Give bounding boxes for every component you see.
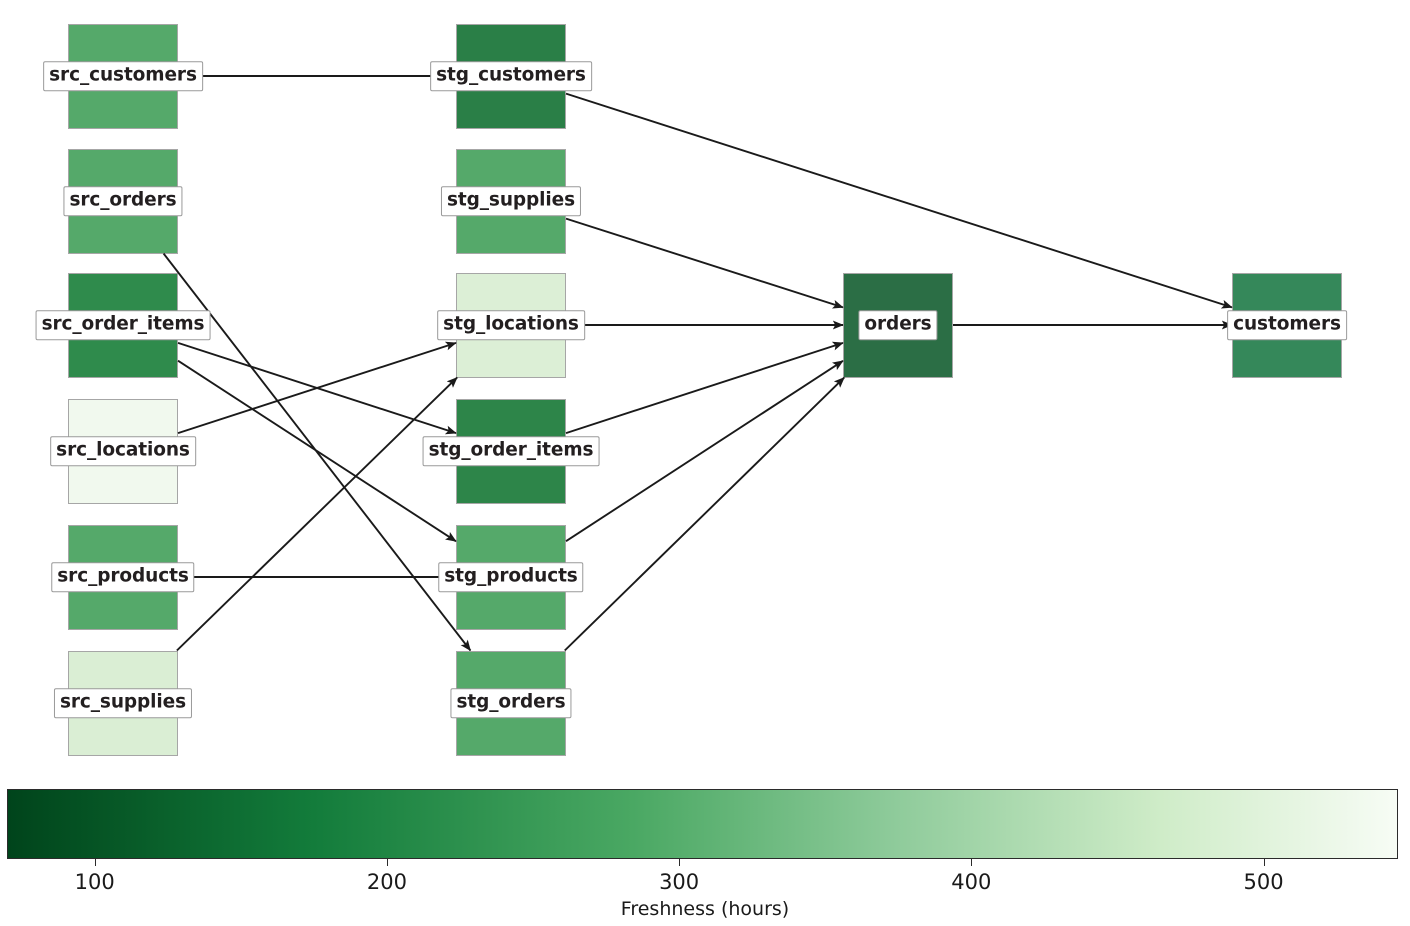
colorbar-tick-mark bbox=[971, 859, 973, 866]
edge-stg_order_items-to-orders bbox=[565, 341, 844, 434]
colorbar-axis-label: Freshness (hours) bbox=[620, 898, 790, 920]
edge-stg_customers-to-customers bbox=[565, 92, 1233, 309]
node-label-src_order_items[interactable]: src_order_items bbox=[35, 310, 211, 340]
edge-src_supplies-to-stg_locations bbox=[176, 376, 458, 652]
colorbar-tick-label: 500 bbox=[1243, 870, 1284, 894]
node-label-src_customers[interactable]: src_customers bbox=[43, 61, 203, 91]
colorbar: 100 200 300 400 500 Freshness (hours) bbox=[0, 786, 1410, 926]
node-label-src_supplies[interactable]: src_supplies bbox=[53, 688, 193, 718]
node-label-src_locations[interactable]: src_locations bbox=[50, 436, 196, 466]
colorbar-tick-mark bbox=[679, 859, 681, 866]
colorbar-tick-label: 400 bbox=[951, 870, 992, 894]
colorbar-tick-label: 300 bbox=[659, 870, 700, 894]
colorbar-tick-mark bbox=[94, 859, 96, 866]
colorbar-tick-mark bbox=[386, 859, 388, 866]
node-label-src_orders[interactable]: src_orders bbox=[63, 186, 183, 216]
colorbar-tick-mark bbox=[1263, 859, 1265, 866]
edge-src_order_items-to-stg_products bbox=[177, 359, 457, 543]
node-label-stg_order_items[interactable]: stg_order_items bbox=[422, 436, 600, 466]
edge-stg_supplies-to-orders bbox=[565, 217, 844, 309]
colorbar-tick-label: 200 bbox=[366, 870, 407, 894]
node-label-orders[interactable]: orders bbox=[858, 310, 938, 340]
node-label-stg_locations[interactable]: stg_locations bbox=[437, 310, 585, 340]
node-label-stg_supplies[interactable]: stg_supplies bbox=[440, 186, 582, 216]
edge-src_locations-to-stg_locations bbox=[177, 341, 457, 435]
node-label-src_products[interactable]: src_products bbox=[51, 562, 195, 592]
node-label-stg_products[interactable]: stg_products bbox=[438, 562, 584, 592]
colorbar-gradient bbox=[7, 789, 1398, 859]
colorbar-tick-label: 100 bbox=[74, 870, 115, 894]
node-label-stg_customers[interactable]: stg_customers bbox=[430, 61, 592, 91]
node-label-customers[interactable]: customers bbox=[1227, 310, 1347, 340]
node-label-stg_orders[interactable]: stg_orders bbox=[450, 688, 572, 718]
edge-stg_orders-to-orders bbox=[564, 376, 845, 652]
edge-stg_products-to-orders bbox=[565, 360, 844, 542]
